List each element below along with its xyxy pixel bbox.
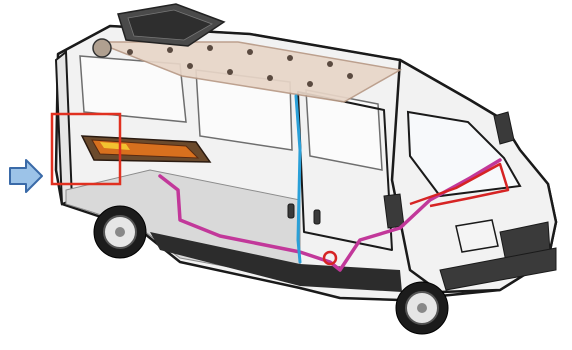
door-handle xyxy=(314,210,320,224)
door-handle xyxy=(288,204,294,218)
roof-vent-dot xyxy=(227,69,233,75)
arrow-right-icon xyxy=(10,160,42,192)
headlight xyxy=(456,220,498,252)
side-mirror xyxy=(384,194,404,228)
rear-wheel-icon xyxy=(94,206,146,258)
roof-vent-dot xyxy=(167,47,173,53)
roof-vent-dot xyxy=(327,61,333,67)
roof-vent-dot xyxy=(207,45,213,51)
roof-vent-dot xyxy=(267,75,273,81)
roof-vent-dot xyxy=(187,63,193,69)
roof-vent-dot xyxy=(287,55,293,61)
roof-vent-dot xyxy=(347,73,353,79)
roof-vent-dot xyxy=(307,81,313,87)
roof-vent-dot xyxy=(247,49,253,55)
roof-vent-dot xyxy=(127,49,133,55)
front-wheel-icon xyxy=(396,282,448,334)
